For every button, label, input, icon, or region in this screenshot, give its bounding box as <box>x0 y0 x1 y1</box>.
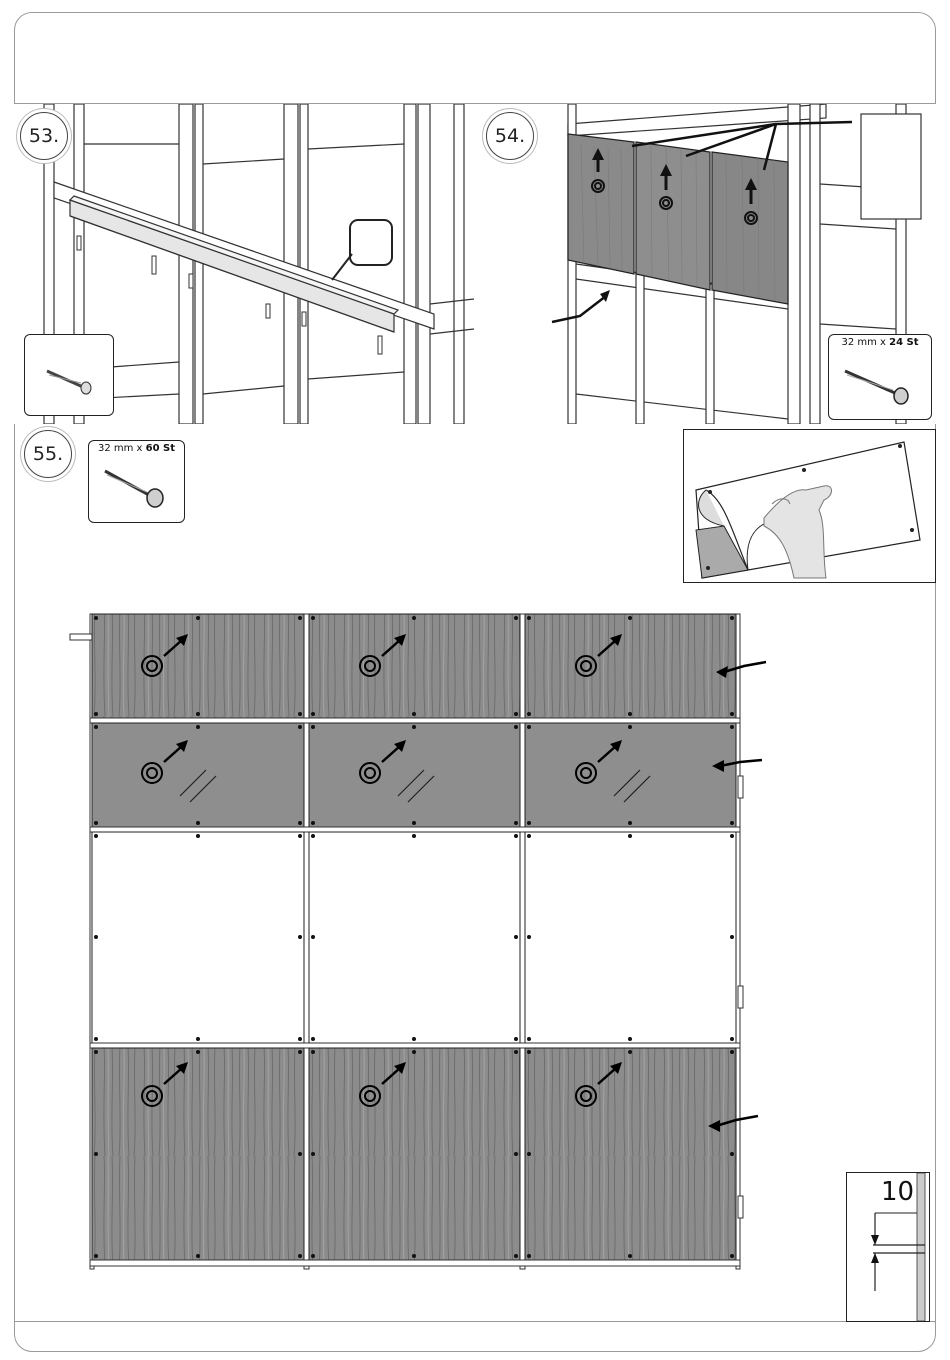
dimension-arrows <box>847 1173 929 1321</box>
footer-divider <box>14 1321 936 1322</box>
peel-protective-film-illustration <box>683 429 936 583</box>
screw-icon <box>829 335 931 419</box>
step-53-screw-box <box>24 334 114 416</box>
gap-dimension-detail: 10 <box>846 1172 930 1322</box>
step-55-screw-box: 32 mm x 60 St <box>88 440 185 523</box>
step-54-badge: 54. <box>486 112 534 160</box>
wall-elevation-drawing <box>60 606 780 1276</box>
step-55-badge: 55. <box>24 430 72 478</box>
panel-layout-svg <box>60 606 780 1276</box>
screw-icon <box>25 335 113 415</box>
step-53-badge: 53. <box>20 112 68 160</box>
step-54-illustration: 54. 32 mm x 24 St <box>476 104 936 424</box>
screw-icon <box>89 441 184 522</box>
peel-film-drawing <box>684 430 935 582</box>
step-53-illustration: 53. <box>14 104 474 424</box>
step-54-screw-box: 32 mm x 24 St <box>828 334 932 420</box>
